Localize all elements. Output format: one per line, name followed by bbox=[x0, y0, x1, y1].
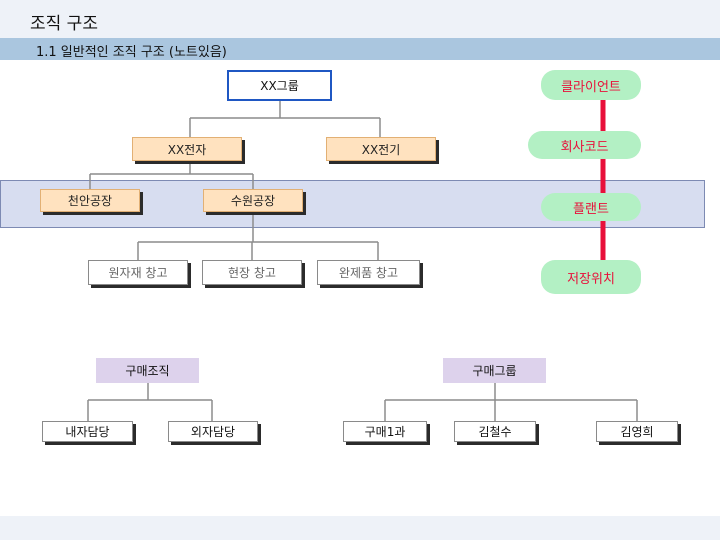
subtitle-bar bbox=[0, 38, 720, 60]
node-purchasing-group-child-3: 김영희 bbox=[596, 421, 678, 442]
node-purchasing-org-child-1: 내자담당 bbox=[42, 421, 133, 442]
title-bar bbox=[0, 0, 720, 38]
node-plant-b: 수원공장 bbox=[203, 189, 303, 212]
node-purchasing-org: 구매조직 bbox=[96, 358, 199, 383]
node-company-a: XX전자 bbox=[132, 137, 242, 161]
page-title: 조직 구조 bbox=[30, 14, 98, 34]
page-subtitle: 1.1 일반적인 조직 구조 (노트있음) bbox=[36, 45, 227, 60]
level-client: 클라이언트 bbox=[541, 70, 641, 100]
level-company-code: 회사코드 bbox=[528, 131, 641, 159]
level-plant: 플랜트 bbox=[541, 193, 641, 221]
node-purchasing-group-child-2: 김철수 bbox=[454, 421, 536, 442]
node-company-b: XX전기 bbox=[326, 137, 436, 161]
node-purchasing-group-child-1: 구매1과 bbox=[343, 421, 427, 442]
node-storage-1: 원자재 창고 bbox=[88, 260, 188, 285]
node-group: XX그룹 bbox=[227, 70, 332, 101]
node-plant-a: 천안공장 bbox=[40, 189, 140, 212]
node-storage-3: 완제품 창고 bbox=[317, 260, 420, 285]
footer-bar bbox=[0, 516, 720, 540]
node-purchasing-group: 구매그룹 bbox=[443, 358, 546, 383]
node-storage-2: 현장 창고 bbox=[202, 260, 302, 285]
level-storage-location: 저장위치 bbox=[541, 260, 641, 294]
node-purchasing-org-child-2: 외자담당 bbox=[168, 421, 258, 442]
